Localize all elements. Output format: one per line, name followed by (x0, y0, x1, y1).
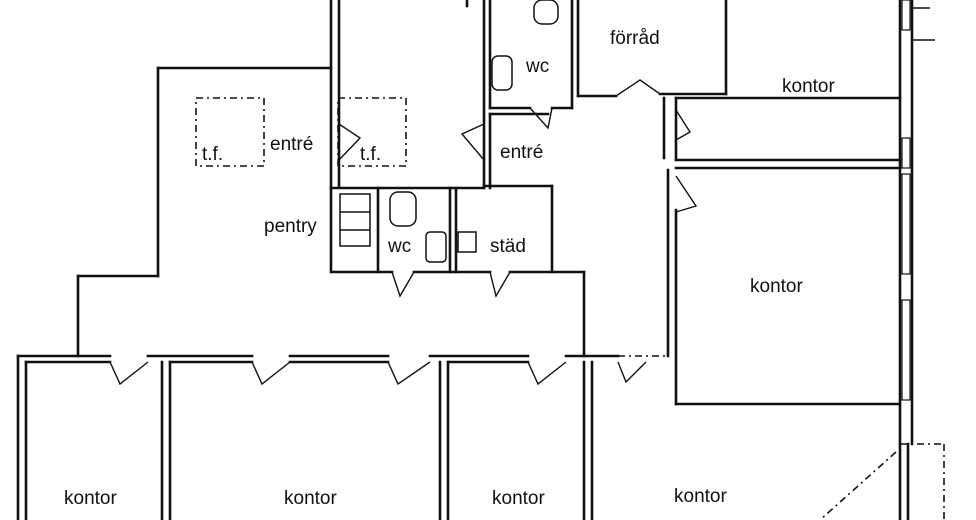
bottom-offices-walls (16, 354, 945, 520)
door-swing-icon (391, 271, 415, 298)
label-kontor-mid-right: kontor (750, 276, 803, 297)
right-entrance (460, 112, 554, 190)
right-office-walls (662, 96, 902, 406)
door-swing-icon (617, 361, 647, 384)
door-swing-icon (529, 107, 553, 130)
label-entre-right: entré (500, 142, 543, 163)
door-swing-icon (675, 109, 691, 141)
door-swing-icon (387, 361, 431, 386)
door-swing-icon (489, 271, 511, 298)
window-icon (901, 173, 911, 275)
toilet-icon (533, 0, 559, 25)
tf-left-outline (195, 97, 265, 167)
label-wc-lower: wc (387, 236, 411, 257)
door-swing-icon (109, 361, 149, 386)
label-kontor-bottom-4: kontor (674, 486, 727, 507)
door-swing-icon (615, 79, 661, 97)
forrad-room (576, 0, 728, 98)
service-block (329, 184, 586, 358)
top-corridor-walls (329, 0, 486, 190)
door-swing-icon (460, 123, 485, 161)
label-pentry: pentry (264, 216, 317, 237)
door-swing-icon (675, 175, 698, 213)
sink-icon (425, 231, 447, 263)
window-icon (901, 137, 911, 169)
left-entrance-hall (76, 66, 407, 358)
label-kontor-bottom-3: kontor (492, 488, 545, 509)
room-labels: förråd wc kontor t.f. entré t.f. entré p… (64, 28, 835, 509)
label-tf-left: t.f. (202, 144, 223, 165)
label-entre-left: entré (270, 134, 313, 155)
label-kontor-bottom-2: kontor (284, 488, 337, 509)
door-swing-icon (251, 361, 291, 386)
door-swing-icon (527, 361, 567, 386)
window-icon (901, 0, 911, 31)
door-swing-icon (338, 123, 362, 161)
tf-right-outline (337, 97, 407, 167)
toilet-icon (389, 191, 417, 227)
label-wc-upper: wc (525, 56, 549, 77)
label-tf-right: t.f. (360, 144, 381, 165)
window-icon (901, 299, 911, 401)
kitchenette-icon (339, 193, 371, 247)
label-stad: städ (490, 236, 526, 257)
right-exterior-wall (898, 0, 935, 446)
label-kontor-top-right: kontor (782, 76, 835, 97)
label-kontor-bottom-1: kontor (64, 488, 117, 509)
sink-icon (457, 231, 477, 253)
sink-icon (491, 55, 513, 91)
label-forrad: förråd (610, 28, 660, 49)
